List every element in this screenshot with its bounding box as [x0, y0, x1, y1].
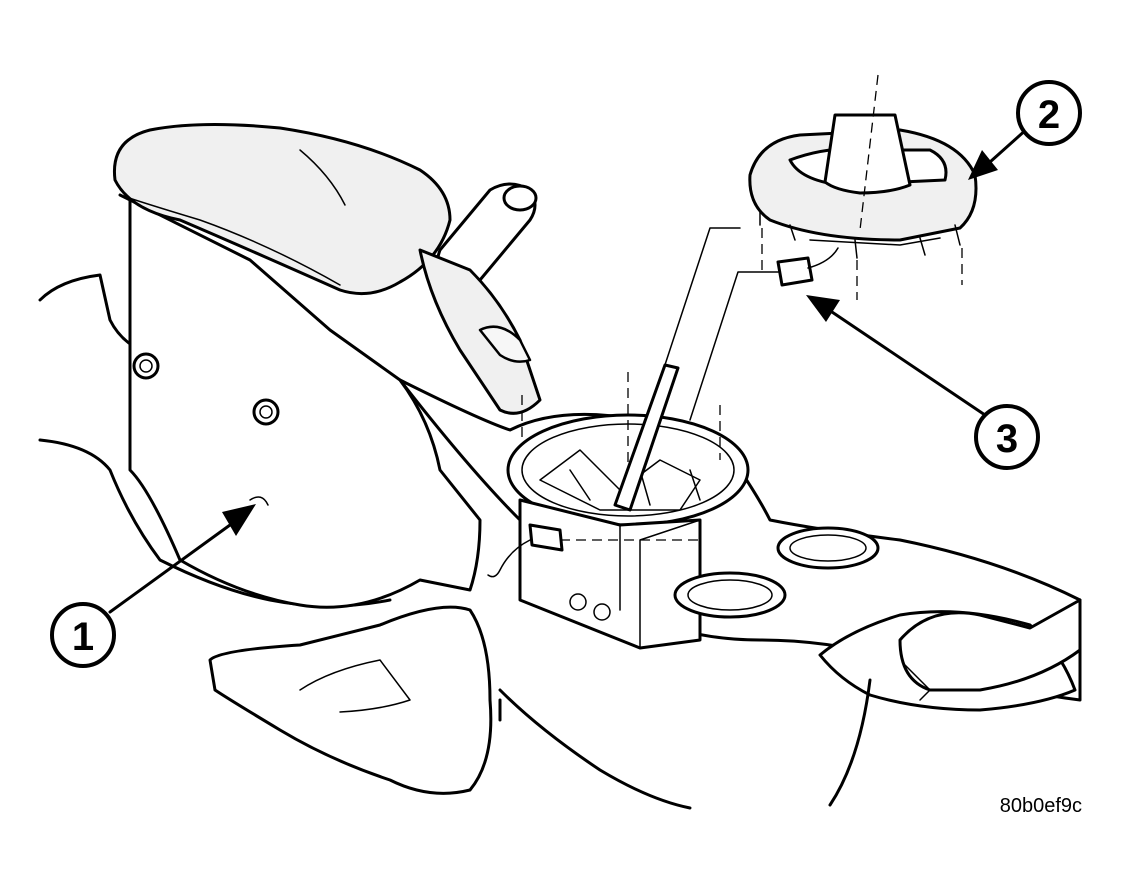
callout-2: 2 — [968, 80, 1082, 180]
harness-connector — [776, 247, 839, 287]
parking-brake-handle — [418, 182, 542, 415]
shifter-bezel — [748, 113, 978, 259]
callout-1-label: 1 — [72, 615, 94, 659]
callout-3-arrowhead — [806, 295, 840, 322]
callout-2-arrowhead — [968, 150, 998, 180]
floor-left — [38, 273, 692, 810]
floor-right — [818, 598, 1082, 807]
figure-id: 80b0ef9c — [1000, 795, 1082, 817]
callout-2-label: 2 — [1038, 93, 1060, 137]
callout-3-label: 3 — [996, 417, 1018, 461]
callout-1: 1 — [50, 504, 256, 668]
callout-1-arrowhead — [222, 504, 256, 536]
alignment-lines — [521, 74, 963, 541]
center-console — [112, 122, 482, 609]
callout-3: 3 — [806, 295, 1040, 470]
